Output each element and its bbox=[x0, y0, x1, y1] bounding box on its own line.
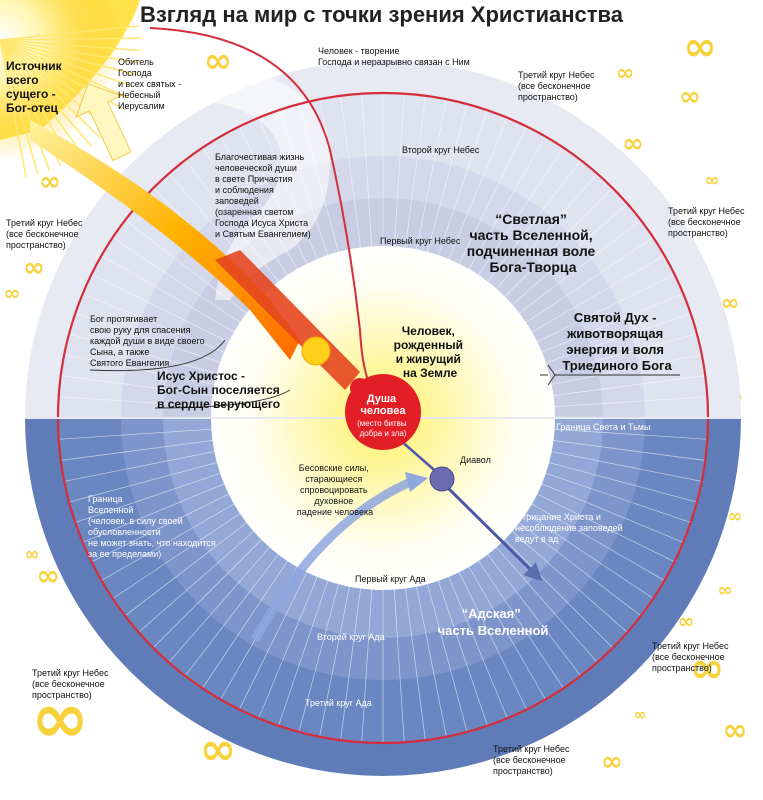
first-heaven-label: Первый круг Небес bbox=[380, 236, 461, 246]
man-born-label: Человек, рожденный и живущий на Земле bbox=[394, 324, 467, 380]
sun-ray bbox=[0, 39, 83, 155]
sun-ray bbox=[0, 25, 140, 41]
infinity-icon: ∞ bbox=[690, 643, 725, 692]
infinity-icon: ∞ bbox=[25, 544, 40, 565]
sun-ray bbox=[0, 39, 128, 99]
holy-spirit-label: Святой Дух - животворящая энергия и воля… bbox=[562, 310, 672, 373]
jesus-label: Исус Христос - Бог-Сын поселяется в серд… bbox=[157, 369, 283, 411]
sun-source bbox=[0, 0, 140, 178]
infinity-icon: ∞ bbox=[204, 41, 232, 81]
hell-part-label: “Адская” часть Вселенной bbox=[438, 606, 549, 638]
sun-ray bbox=[0, 39, 136, 76]
arrow-up-icon bbox=[75, 83, 132, 162]
third-heaven-label-2: Третий круг Небес (все бесконечное прост… bbox=[668, 206, 747, 238]
abode-label: Обитель Господа и всех святых - Небесный… bbox=[118, 57, 184, 111]
denial-label: Отрицание Христа и несоблюдение заповеде… bbox=[515, 512, 625, 544]
infinity-icon: ∞ bbox=[721, 291, 739, 316]
sun-ray bbox=[0, 37, 140, 41]
demon-arrow bbox=[251, 475, 417, 643]
infinity-icon: ∞ bbox=[683, 24, 716, 70]
demonic-label: Бесовские силы, старающиеся спровоцирова… bbox=[297, 463, 373, 517]
first-hell-label: Первый круг Ада bbox=[355, 574, 426, 584]
third-heaven-label-4: Третий круг Небес (все бесконечное прост… bbox=[652, 641, 731, 673]
infinity-icon: ∞ bbox=[23, 253, 45, 283]
infinity-icon: ∞ bbox=[4, 281, 21, 305]
third-hell-label: Третий круг Ада bbox=[305, 698, 372, 708]
sun-ray bbox=[0, 39, 140, 52]
sun-ray bbox=[0, 39, 39, 175]
second-heaven-label: Второй круг Небес bbox=[402, 145, 480, 155]
holy-spirit-pointer bbox=[540, 364, 680, 386]
infinity-icon: ∞ bbox=[601, 747, 623, 777]
infinity-icon: ∞ bbox=[679, 82, 701, 112]
soul-label: Душа человеа bbox=[361, 393, 407, 417]
infinity-icon: ∞ bbox=[36, 559, 59, 592]
sun-ray bbox=[0, 39, 133, 87]
universe-border-label: Граница Вселенной (человек, в силу своей… bbox=[88, 494, 218, 559]
sun-ray bbox=[0, 39, 51, 172]
third-heaven-label-3: Третий круг Небес (все бесконечное прост… bbox=[6, 218, 85, 250]
page-title: Взгляд на мир с точки зрения Христианств… bbox=[139, 2, 623, 27]
third-heaven-label-6: Третий круг Небес (все бесконечное прост… bbox=[493, 744, 572, 776]
infinity-icon: ∞ bbox=[728, 506, 743, 527]
infinity-icon: ∞ bbox=[31, 677, 89, 759]
devil-label: Диавол bbox=[460, 455, 491, 465]
second-hell-label: Второй круг Ада bbox=[317, 632, 385, 642]
infinity-icon: ∞ bbox=[718, 580, 733, 601]
infinity-icon: ∞ bbox=[622, 129, 644, 159]
jesus-circle bbox=[301, 336, 331, 366]
light-part-label: “Светлая” часть Вселенной, подчиненная в… bbox=[467, 211, 599, 275]
infinity-icon: ∞ bbox=[616, 61, 634, 86]
third-heaven-label-1: Третий круг Небес (все бесконечное прост… bbox=[518, 70, 597, 102]
sun-ray bbox=[0, 39, 92, 147]
light-dark-border-label: Граница Света и Тьмы bbox=[556, 422, 650, 432]
pious-life-label: Благочестивая жизнь человеческой души в … bbox=[215, 152, 311, 239]
god-beam bbox=[30, 120, 300, 360]
denial-arrow bbox=[443, 483, 543, 582]
man-creation-label: Человек - творение Господа и неразрывно … bbox=[318, 46, 470, 67]
infinity-icon: ∞ bbox=[633, 705, 646, 724]
infinity-icon: ∞ bbox=[705, 170, 720, 191]
man-creation-line bbox=[149, 27, 373, 391]
source-label: Источник всего сущего - Бог-отец bbox=[6, 59, 65, 115]
sun-ray bbox=[0, 39, 27, 178]
sun-ray bbox=[0, 39, 139, 64]
devil-circle bbox=[429, 466, 455, 492]
soul-sub-label: (место битвы добра и зла) bbox=[357, 419, 409, 438]
third-heaven-label-5: Третий круг Небес (все бесконечное прост… bbox=[32, 668, 111, 700]
god-hand-label: Бог протягивает свою руку для спасения к… bbox=[90, 314, 207, 368]
sun-ray bbox=[0, 39, 101, 139]
sun-ray bbox=[0, 39, 109, 130]
infinity-icon: ∞ bbox=[39, 167, 61, 197]
infinity-icon: ∞ bbox=[723, 713, 748, 748]
